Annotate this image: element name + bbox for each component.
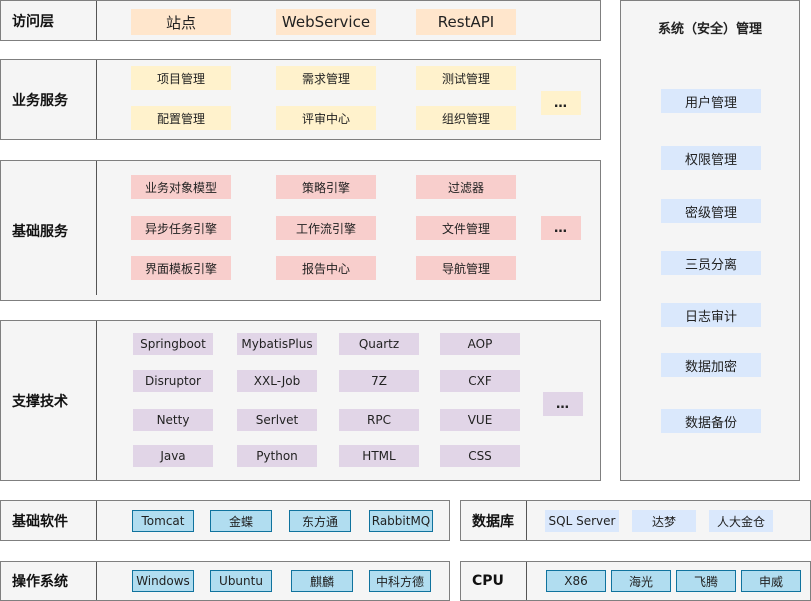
access-item-restapi: RestAPI (416, 9, 516, 35)
base-software-item: Tomcat (132, 510, 194, 532)
support-tech-item: Quartz (339, 333, 419, 355)
basic-service-item: 过滤器 (416, 175, 516, 199)
support-tech-item: XXL-Job (237, 370, 317, 392)
panel-divider (96, 161, 97, 295)
os-item: Ubuntu (210, 570, 272, 592)
os-item: Windows (132, 570, 194, 592)
base-software-item: 金蝶 (210, 510, 272, 532)
business-item: 评审中心 (276, 106, 376, 130)
support-tech-item: CSS (440, 445, 520, 467)
database-item: 达梦 (632, 510, 696, 532)
base-software-panel: 基础软件 Tomcat 金蝶 东方通 RabbitMQ (0, 500, 450, 541)
base-software-item: 东方通 (289, 510, 351, 532)
support-tech-item: 7Z (339, 370, 419, 392)
support-tech-item: HTML (339, 445, 419, 467)
business-item: 测试管理 (416, 66, 516, 90)
support-tech-item: CXF (440, 370, 520, 392)
support-tech-item: Disruptor (133, 370, 213, 392)
basic-services-panel: 基础服务 业务对象模型 策略引擎 过滤器 异步任务引擎 工作流引擎 文件管理 界… (0, 160, 601, 301)
panel-divider (526, 501, 527, 540)
database-item: SQL Server (545, 510, 619, 532)
system-item: 密级管理 (661, 199, 761, 223)
business-services-panel: 业务服务 项目管理 需求管理 测试管理 配置管理 评审中心 组织管理 … (0, 59, 601, 140)
basic-service-item: 业务对象模型 (131, 175, 231, 199)
support-tech-panel: 支撑技术 Springboot MybatisPlus Quartz AOP D… (0, 320, 601, 481)
base-software-item: RabbitMQ (369, 510, 433, 532)
system-item: 权限管理 (661, 146, 761, 170)
access-layer-panel: 访问层 站点 WebService RestAPI (0, 0, 601, 41)
basic-service-item: 工作流引擎 (276, 216, 376, 240)
basic-services-more-indicator: … (541, 216, 581, 240)
panel-divider (96, 1, 97, 40)
panel-divider (96, 562, 97, 600)
os-item: 麒麟 (291, 570, 353, 592)
basic-service-item: 报告中心 (276, 256, 376, 280)
base-software-label: 基础软件 (12, 513, 68, 530)
business-item: 组织管理 (416, 106, 516, 130)
support-tech-item: VUE (440, 409, 520, 431)
database-panel: 数据库 SQL Server 达梦 人大金仓 (460, 500, 811, 541)
business-item: 配置管理 (131, 106, 231, 130)
system-item: 数据备份 (661, 409, 761, 433)
basic-service-item: 策略引擎 (276, 175, 376, 199)
support-tech-more-indicator: … (543, 392, 583, 416)
support-tech-item: AOP (440, 333, 520, 355)
support-tech-item: Serlvet (237, 409, 317, 431)
access-item-site: 站点 (131, 9, 231, 35)
support-tech-item: MybatisPlus (237, 333, 317, 355)
basic-service-item: 导航管理 (416, 256, 516, 280)
support-tech-label: 支撑技术 (12, 393, 68, 410)
system-item: 三员分离 (661, 251, 761, 275)
cpu-panel: CPU X86 海光 飞腾 申威 (460, 561, 811, 601)
panel-divider (526, 562, 527, 600)
support-tech-item: RPC (339, 409, 419, 431)
business-more-indicator: … (541, 91, 581, 115)
panel-divider (96, 60, 97, 139)
database-label: 数据库 (472, 513, 514, 530)
system-management-panel: 系统（安全）管理 用户管理 权限管理 密级管理 三员分离 日志审计 数据加密 数… (620, 0, 800, 481)
system-item: 用户管理 (661, 89, 761, 113)
support-tech-item: Springboot (133, 333, 213, 355)
database-item: 人大金仓 (709, 510, 773, 532)
basic-service-item: 界面模板引擎 (131, 256, 231, 280)
support-tech-item: Netty (133, 409, 213, 431)
cpu-item: 申威 (741, 570, 801, 592)
business-services-label: 业务服务 (12, 92, 68, 109)
os-item: 中科方德 (369, 570, 431, 592)
os-label: 操作系统 (12, 574, 68, 590)
business-item: 项目管理 (131, 66, 231, 90)
basic-service-item: 异步任务引擎 (131, 216, 231, 240)
basic-services-label: 基础服务 (12, 223, 68, 240)
access-item-webservice: WebService (276, 9, 376, 35)
system-management-title: 系统（安全）管理 (657, 22, 762, 37)
support-tech-item: Java (133, 445, 213, 467)
business-item: 需求管理 (276, 66, 376, 90)
basic-service-item: 文件管理 (416, 216, 516, 240)
panel-divider (96, 501, 97, 540)
support-tech-item: Python (237, 445, 317, 467)
cpu-item: 海光 (611, 570, 671, 592)
cpu-item: X86 (546, 570, 606, 592)
system-item: 日志审计 (661, 303, 761, 327)
access-layer-label: 访问层 (12, 13, 54, 30)
system-item: 数据加密 (661, 353, 761, 377)
cpu-item: 飞腾 (676, 570, 736, 592)
os-panel: 操作系统 Windows Ubuntu 麒麟 中科方德 (0, 561, 450, 601)
cpu-label: CPU (472, 573, 504, 589)
panel-divider (96, 321, 97, 480)
